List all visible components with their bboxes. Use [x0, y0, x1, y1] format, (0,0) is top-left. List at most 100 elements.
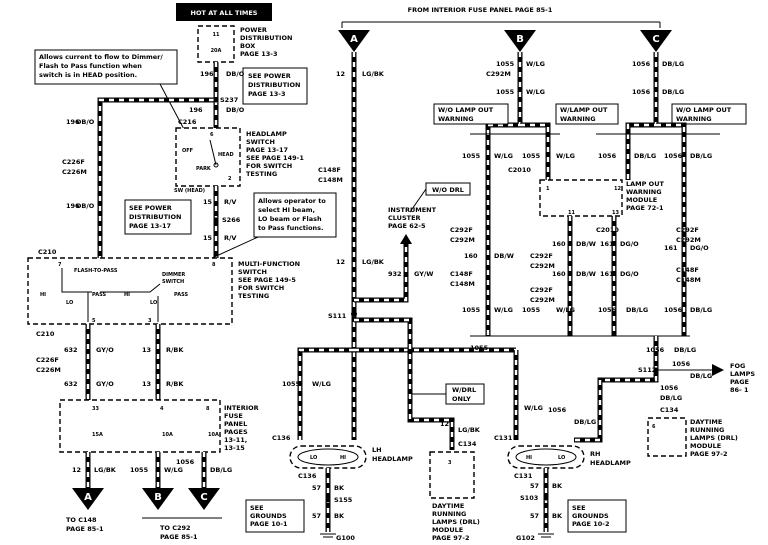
svg-text:FLASH-TO-PASS: FLASH-TO-PASS: [74, 268, 118, 274]
svg-text:C226F: C226F: [36, 356, 59, 364]
svg-text:DG/O: DG/O: [620, 240, 639, 248]
svg-text:2: 2: [228, 176, 232, 182]
svg-text:PAGE 10-1: PAGE 10-1: [250, 520, 288, 528]
svg-text:C210: C210: [38, 248, 57, 256]
svg-text:DIMMER: DIMMER: [162, 272, 185, 278]
svg-text:WARNING: WARNING: [438, 115, 474, 123]
terminal-a-bottom: [72, 488, 104, 510]
svg-text:DB/O: DB/O: [226, 70, 245, 78]
svg-text:DB/LG: DB/LG: [662, 60, 684, 68]
svg-text:DB/O: DB/O: [76, 118, 95, 126]
svg-text:W/LG: W/LG: [494, 152, 513, 160]
svg-text:160: 160: [552, 240, 566, 248]
svg-text:7: 7: [58, 262, 62, 268]
svg-text:1055: 1055: [282, 380, 301, 388]
headlamp-switch: [175, 127, 241, 187]
svg-text:161: 161: [664, 244, 678, 252]
svg-text:BK: BK: [334, 512, 345, 520]
svg-text:PAGE 85-1: PAGE 85-1: [66, 525, 104, 533]
svg-text:RUNNING: RUNNING: [432, 510, 466, 518]
svg-text:OFF: OFF: [182, 148, 193, 154]
svg-text:S237: S237: [220, 96, 238, 104]
svg-text:HEADLAMP: HEADLAMP: [246, 130, 287, 138]
drl-module-box: [429, 451, 475, 499]
svg-text:C292M: C292M: [486, 70, 511, 78]
svg-text:W/O DRL: W/O DRL: [432, 186, 464, 194]
svg-text:C148M: C148M: [676, 276, 701, 284]
svg-text:PAGE 97-2: PAGE 97-2: [432, 534, 470, 542]
svg-text:C148M: C148M: [318, 176, 343, 184]
svg-text:57: 57: [530, 512, 539, 520]
svg-text:12: 12: [440, 420, 449, 428]
svg-text:15: 15: [203, 234, 213, 242]
svg-text:SEE: SEE: [572, 504, 586, 512]
svg-text:LG/BK: LG/BK: [362, 70, 385, 78]
svg-text:HI: HI: [124, 292, 130, 298]
svg-text:13: 13: [142, 380, 151, 388]
svg-text:160: 160: [464, 252, 478, 260]
interior-fuse-panel: [59, 399, 221, 453]
svg-text:1055: 1055: [462, 306, 481, 314]
svg-text:W/LG: W/LG: [524, 404, 543, 412]
svg-text:C226M: C226M: [36, 366, 61, 374]
svg-text:1056: 1056: [660, 384, 679, 392]
svg-text:1056: 1056: [548, 406, 567, 414]
svg-text:DAYTIME: DAYTIME: [432, 502, 464, 510]
svg-text:DB/W: DB/W: [576, 240, 596, 248]
svg-text:SWITCH: SWITCH: [246, 138, 275, 146]
svg-text:DB/LG: DB/LG: [626, 306, 648, 314]
svg-text:DB/W: DB/W: [576, 270, 596, 278]
svg-text:196: 196: [66, 202, 80, 210]
svg-text:C292F: C292F: [530, 286, 553, 294]
svg-text:C: C: [200, 492, 207, 503]
svg-text:C216: C216: [178, 118, 197, 126]
lamp-out-module: [539, 179, 623, 217]
svg-text:SW (HEAD): SW (HEAD): [174, 188, 205, 194]
svg-text:10A: 10A: [208, 432, 219, 438]
svg-text:DISTRIBUTION: DISTRIBUTION: [248, 81, 300, 89]
svg-text:W/LG: W/LG: [164, 466, 183, 474]
svg-text:G100: G100: [336, 534, 355, 542]
svg-text:1056: 1056: [632, 60, 651, 68]
terminal-b-top: [504, 30, 536, 52]
svg-text:PAGE 10-2: PAGE 10-2: [572, 520, 610, 528]
svg-text:C292F: C292F: [676, 226, 699, 234]
wire-1056-db-lg-rh: [513, 336, 659, 443]
svg-text:13: 13: [142, 346, 151, 354]
svg-text:LG/BK: LG/BK: [94, 466, 117, 474]
svg-text:W/O LAMP OUT: W/O LAMP OUT: [438, 106, 494, 114]
svg-text:13-11,: 13-11,: [224, 436, 247, 444]
svg-text:TO C148: TO C148: [66, 516, 97, 524]
hot-banner: [176, 3, 272, 21]
svg-text:R/BK: R/BK: [166, 346, 184, 354]
svg-text:C226F: C226F: [62, 158, 85, 166]
svg-text:1056: 1056: [672, 360, 691, 368]
svg-text:12: 12: [72, 466, 81, 474]
svg-text:DB/LG: DB/LG: [662, 88, 684, 96]
svg-text:DISTRIBUTION: DISTRIBUTION: [129, 213, 181, 221]
svg-text:DB/W: DB/W: [494, 252, 514, 260]
svg-text:WARNING: WARNING: [626, 188, 662, 196]
wire-1055-w-lg-lh: [297, 347, 354, 440]
svg-text:57: 57: [312, 484, 321, 492]
svg-text:DB/LG: DB/LG: [690, 152, 712, 160]
svg-text:to Pass functions.: to Pass functions.: [258, 224, 324, 232]
svg-text:S112: S112: [638, 366, 656, 374]
svg-text:R/V: R/V: [224, 234, 236, 242]
svg-text:MODULE: MODULE: [432, 526, 463, 534]
drl-module-right-box: [647, 417, 687, 457]
svg-text:PASS: PASS: [174, 292, 188, 298]
svg-text:WARNING: WARNING: [560, 115, 596, 123]
svg-text:1055: 1055: [496, 88, 515, 96]
svg-text:6: 6: [210, 132, 214, 138]
svg-text:W/LG: W/LG: [494, 306, 513, 314]
svg-text:1055: 1055: [470, 344, 489, 352]
svg-text:A: A: [84, 492, 92, 503]
svg-text:LH: LH: [372, 446, 382, 454]
svg-text:SEE: SEE: [250, 504, 264, 512]
svg-text:PAGE 13-17: PAGE 13-17: [246, 146, 288, 154]
svg-text:C2010: C2010: [508, 166, 531, 174]
svg-text:HI: HI: [40, 292, 46, 298]
beam-note: [253, 192, 337, 238]
